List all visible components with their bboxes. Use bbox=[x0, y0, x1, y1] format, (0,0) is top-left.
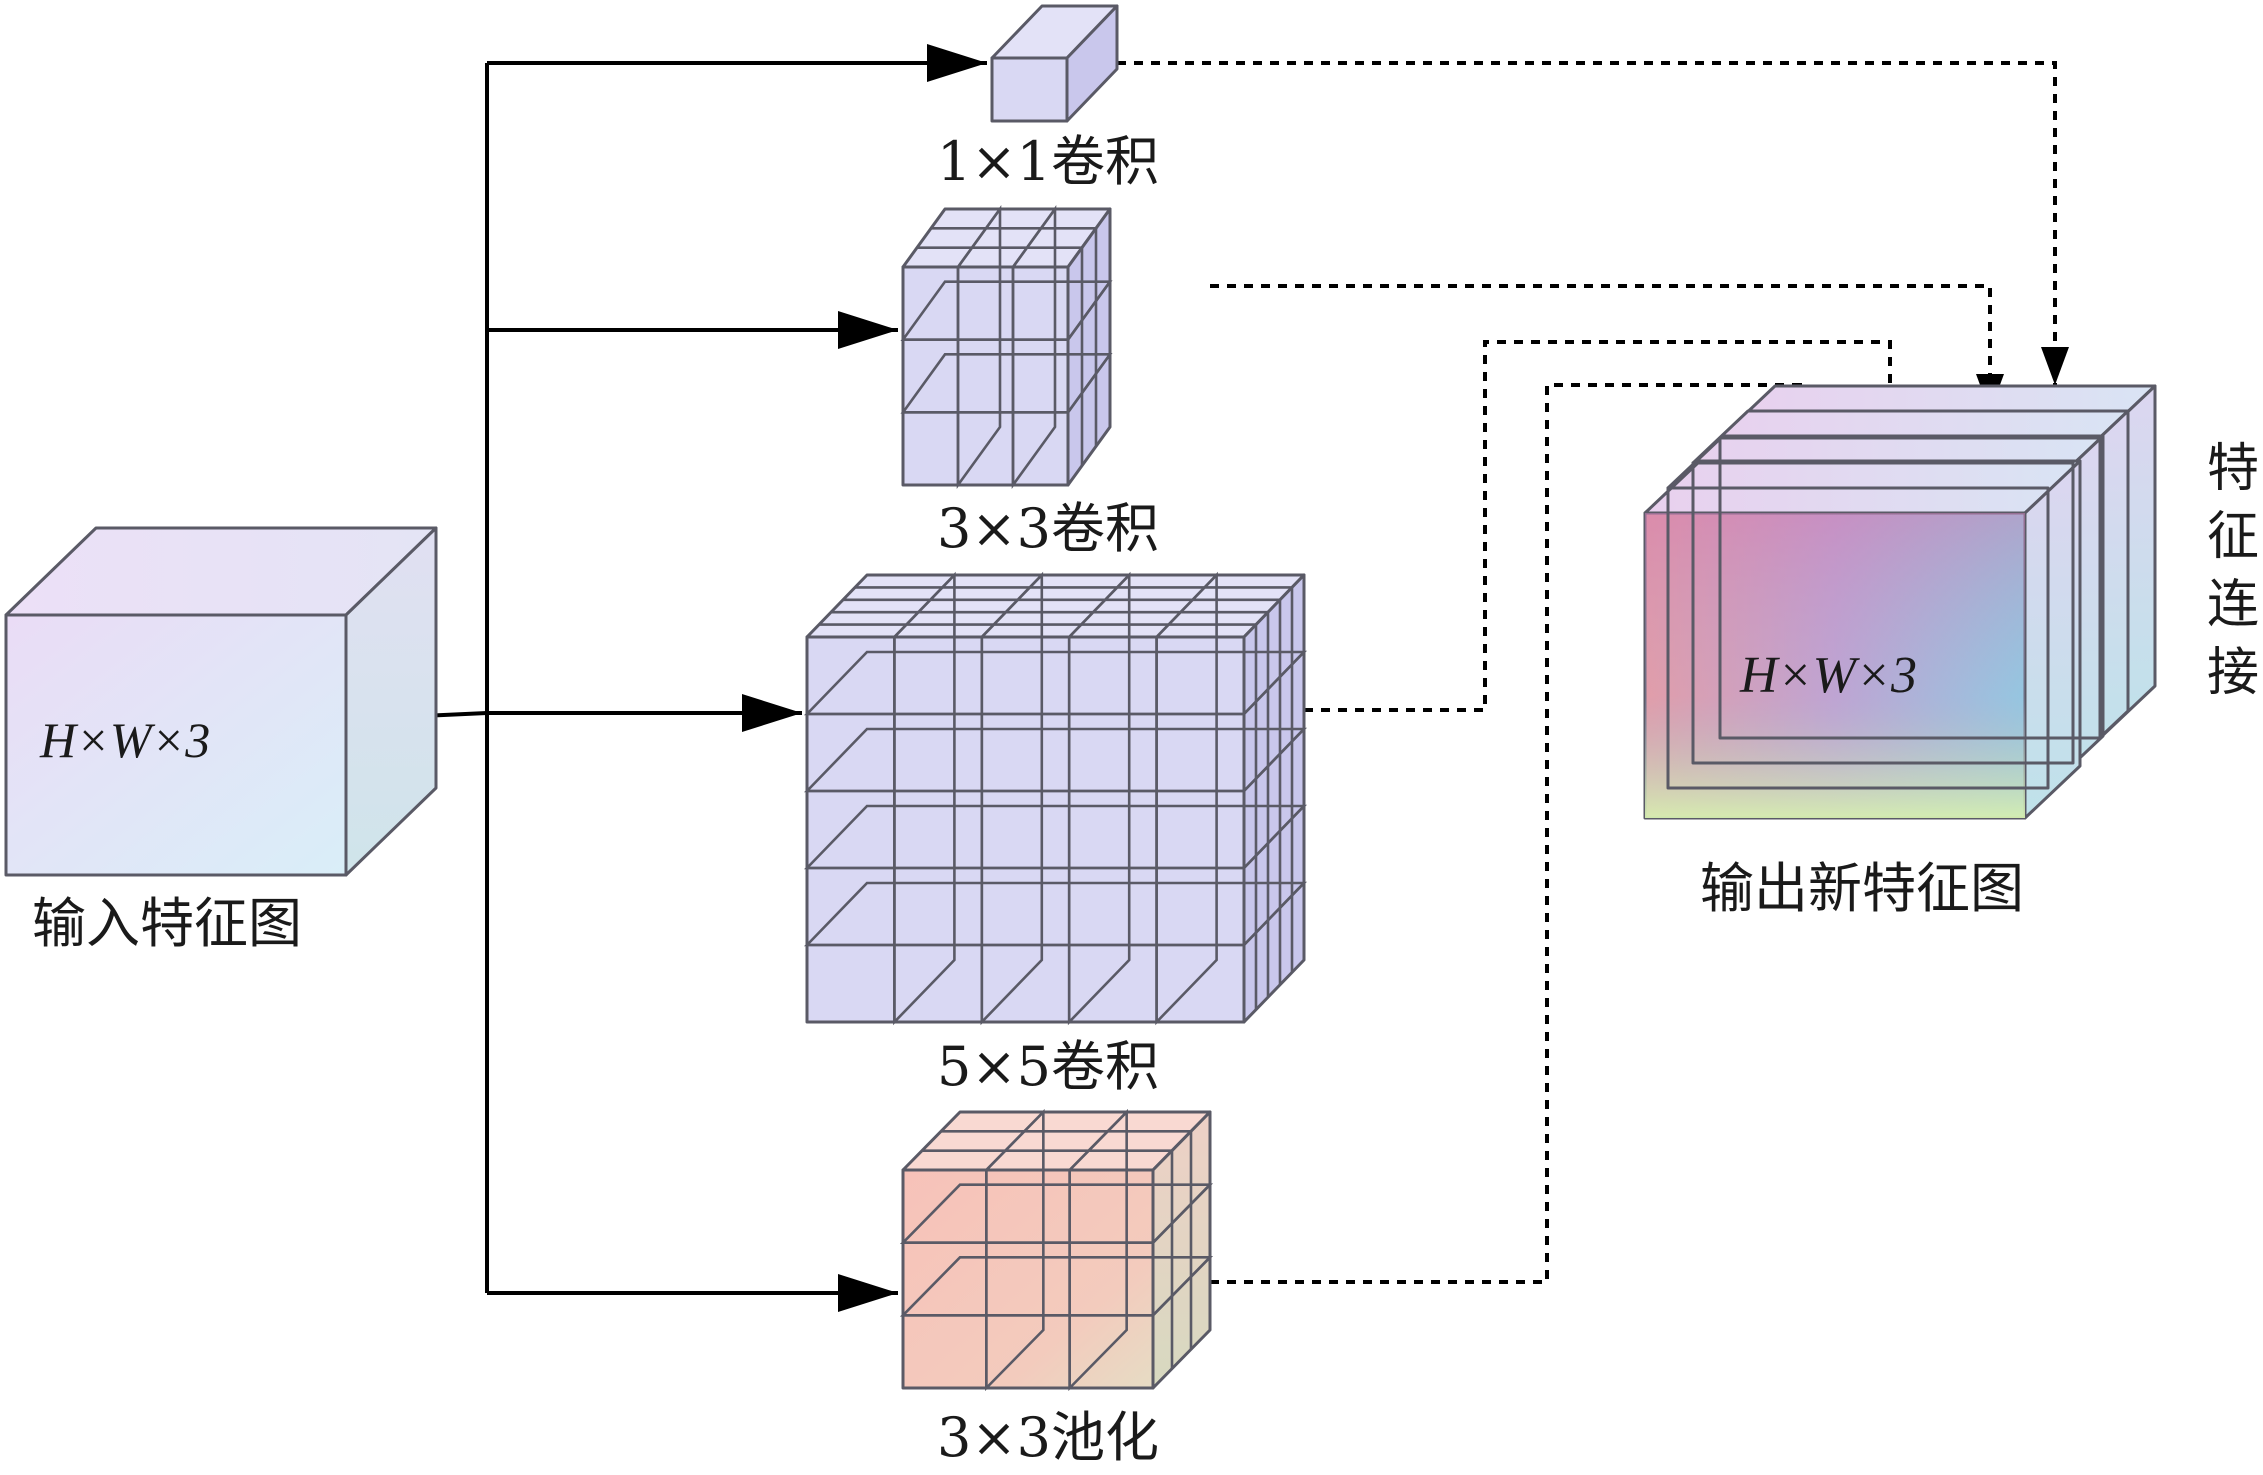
input-to-conv5x5-arrow bbox=[399, 694, 802, 732]
conv1x1-front-face bbox=[990, 56, 1069, 123]
pool3x3-label: 3×3池化 bbox=[937, 1406, 1159, 1469]
conv3x3-inner-plane bbox=[1011, 204, 1057, 490]
conv1x1-label: 1×1卷积 bbox=[937, 130, 1159, 193]
conv5x5-inner-plane bbox=[1155, 571, 1218, 1026]
conv5x5-top-face bbox=[805, 573, 1306, 639]
concat-label: 特 征 连 接 bbox=[2207, 439, 2259, 703]
conv1x1-concat-path bbox=[1117, 61, 2069, 385]
output-layer-outline bbox=[1691, 461, 2075, 765]
conv5x5-inner-plane bbox=[893, 571, 956, 1026]
conv5x5-inner-plane bbox=[980, 571, 1044, 1026]
connector-layer bbox=[399, 44, 2069, 1312]
conv5x5-inner-plane bbox=[803, 881, 1308, 947]
output-layer-outline bbox=[1666, 486, 2050, 790]
pool3x3-block bbox=[899, 1108, 1214, 1392]
conv1x1-side-face bbox=[1065, 4, 1119, 123]
concat-char: 连 bbox=[2207, 575, 2259, 635]
conv5x5-concat-path bbox=[1304, 340, 1904, 712]
conv3x3-block bbox=[900, 204, 1113, 490]
output-dims-label: H×W×3 bbox=[1739, 647, 1917, 704]
conv5x5-label: 5×5卷积 bbox=[937, 1035, 1159, 1098]
conv5x5-side-face bbox=[1242, 573, 1306, 1024]
input-dims-label: H×W×3 bbox=[39, 712, 210, 768]
input-front-face bbox=[4, 613, 348, 877]
output-layer-front-shade bbox=[1645, 513, 2025, 818]
conv5x5-inner-plane bbox=[803, 727, 1308, 793]
conv5x5-block bbox=[803, 571, 1308, 1026]
conv5x5-inner-plane bbox=[803, 804, 1308, 870]
conv1x1-block bbox=[990, 4, 1119, 123]
conv5x5-front-face bbox=[805, 635, 1246, 1024]
conv3x3-concat-path bbox=[1210, 284, 2004, 412]
concat-char: 征 bbox=[2207, 507, 2259, 567]
concat-char: 接 bbox=[2207, 643, 2259, 703]
pool3x3-inner-plane bbox=[1068, 1108, 1128, 1392]
output-layer-outline bbox=[1718, 436, 2102, 740]
conv3x3-label: 3×3卷积 bbox=[937, 497, 1159, 560]
input-caption: 输入特征图 bbox=[32, 892, 302, 955]
output-feature-map-stack bbox=[1643, 384, 2157, 820]
conv5x5-inner-plane bbox=[803, 650, 1308, 716]
input-feature-map-cube bbox=[4, 526, 438, 877]
output-caption: 输出新特征图 bbox=[1700, 857, 2024, 920]
conv5x5-inner-plane bbox=[1067, 571, 1131, 1026]
concat-char: 特 bbox=[2207, 439, 2259, 499]
